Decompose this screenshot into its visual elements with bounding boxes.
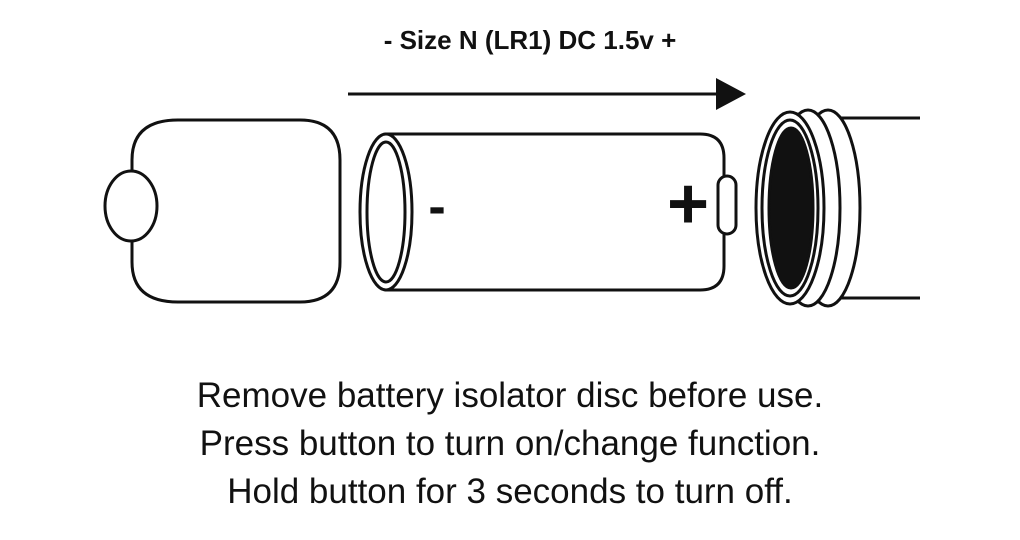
battery-cell [358,132,738,292]
instruction-line: Hold button for 3 seconds to turn off. [227,472,793,511]
battery-positive-mark: + [667,164,709,244]
battery-cap [103,118,342,304]
instructions-block: Remove battery isolator disc before use.… [60,372,960,516]
battery-size-label: - Size N (LR1) DC 1.5v + [383,25,677,55]
direction-arrow [348,78,746,110]
instruction-line: Remove battery isolator disc before use. [196,376,824,415]
device-body [754,108,920,308]
instruction-line: Press button to turn on/change function. [199,424,821,463]
battery-negative-mark: - [428,178,445,236]
